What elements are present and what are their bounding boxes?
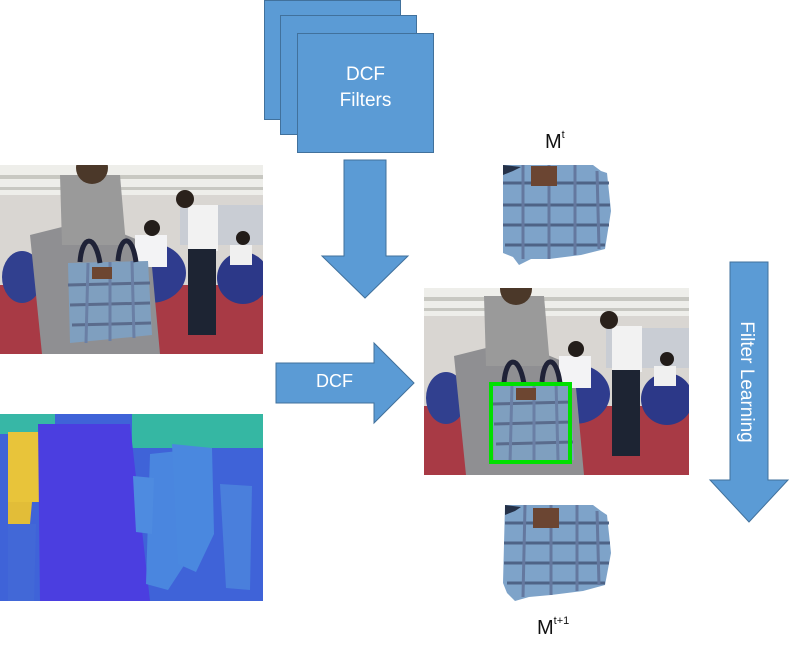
mask-label-next: Mt+1	[537, 615, 570, 640]
depth-input-image	[0, 414, 263, 601]
rgb-input-image	[0, 165, 263, 354]
dcf-filters-label-line1: DCF	[345, 64, 386, 85]
dcf-filters-label: DCF Filters	[297, 62, 434, 114]
mask-current-image	[503, 165, 611, 265]
filter-learning-arrow	[708, 261, 790, 523]
tracking-frame-image	[424, 288, 689, 475]
dcf-right-arrow	[275, 341, 415, 425]
mask-label-current-sup: t	[561, 129, 565, 141]
mask-label-next-base: M	[537, 617, 554, 639]
tracking-bounding-box	[489, 382, 572, 464]
dcf-arrow-label: DCF	[316, 371, 353, 391]
filter-learning-label: Filter Learning	[736, 321, 757, 443]
down-arrow	[320, 159, 410, 299]
dcf-filter-card-front	[297, 33, 434, 153]
mask-label-next-sup: t+1	[553, 615, 570, 627]
mask-next-image	[503, 504, 611, 601]
mask-label-current: Mt	[545, 129, 565, 154]
mask-label-current-base: M	[545, 131, 562, 153]
dcf-filters-label-line2: Filters	[339, 90, 392, 111]
